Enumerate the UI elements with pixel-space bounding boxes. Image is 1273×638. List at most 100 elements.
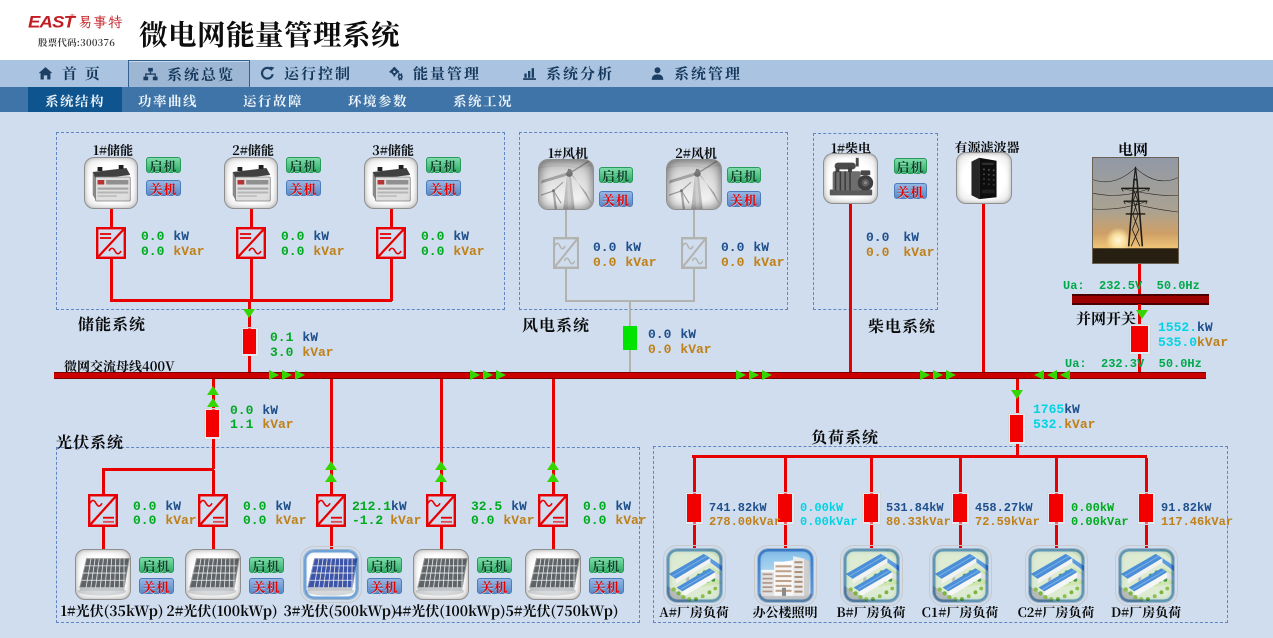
storage-unit-1-image[interactable] <box>84 157 138 209</box>
load-unit-2-p-unit: kW <box>828 501 844 515</box>
storage-unit-3-q-unit: kVar <box>453 244 485 259</box>
storage-unit-2-image[interactable] <box>224 157 278 209</box>
storage-feeder-breaker[interactable] <box>243 329 256 354</box>
storage-unit-2-inverter <box>236 227 267 260</box>
pv-unit-4-stop-button[interactable]: 关机 <box>477 577 512 596</box>
pv-unit-2-start-button[interactable]: 启机 <box>249 556 284 575</box>
load-feeder-q-unit: kVar <box>1064 417 1096 432</box>
wind-feeder-breaker[interactable] <box>623 326 637 350</box>
nav-item-admin[interactable]: 系统管理 <box>636 60 756 87</box>
load-unit-3-p-value: 531.84 <box>886 501 930 515</box>
pv-unit-1-q-unit: kVar <box>165 513 197 528</box>
storage-unit-2-stop-button[interactable]: 关机 <box>286 179 321 198</box>
load-unit-3-breaker[interactable] <box>864 494 878 522</box>
wind-unit-2-p-value: 0.0 <box>721 240 745 255</box>
pv-unit-5-image[interactable] <box>525 549 581 600</box>
pv-unit-4-start-button[interactable]: 启机 <box>477 556 512 575</box>
load-unit-1-q-unit: kVar <box>752 515 782 529</box>
grid-switch-breaker[interactable] <box>1131 326 1148 352</box>
pv-unit-1-start-button[interactable]: 启机 <box>139 556 174 575</box>
load-unit-3-image[interactable] <box>840 545 903 606</box>
load-unit-1-breaker[interactable] <box>687 494 701 522</box>
pv-unit-3-stop-button[interactable]: 关机 <box>367 577 402 596</box>
grid-tower-photo <box>1093 158 1178 263</box>
pv-unit-2-image[interactable] <box>185 549 241 600</box>
subnav-item-environment[interactable]: 环境参数 <box>331 87 425 112</box>
storage-unit-1-start-button[interactable]: 启机 <box>146 156 181 175</box>
diesel-unit-1-stop-button[interactable]: 关机 <box>894 182 927 201</box>
wind-unit-1-stop-button[interactable]: 关机 <box>599 190 633 209</box>
nav-item-analysis[interactable]: 系统分析 <box>508 60 628 87</box>
pv-unit-4-inverter <box>426 494 457 528</box>
storage-unit-3-q-value: 0.0 <box>421 244 445 259</box>
load-unit-4-image[interactable] <box>929 545 992 606</box>
load-feeder-breaker[interactable] <box>1010 415 1023 442</box>
wind-unit-1-start-button[interactable]: 启机 <box>599 166 633 185</box>
factory-image <box>844 549 899 602</box>
subnav-item-structure[interactable]: 系统结构 <box>28 87 122 112</box>
pv-unit-5-start-button[interactable]: 启机 <box>589 556 624 575</box>
pv-panel-image <box>77 558 130 596</box>
load-unit-4-breaker[interactable] <box>953 494 967 522</box>
pv-unit-2-stop-button[interactable]: 关机 <box>249 577 284 596</box>
home-icon <box>38 66 53 81</box>
grid-photo[interactable] <box>1092 157 1179 264</box>
subnav-item-power-curve[interactable]: 功率曲线 <box>121 87 215 112</box>
load-unit-6-breaker[interactable] <box>1139 494 1153 522</box>
pv-unit-3-inverter <box>316 494 347 528</box>
storage-unit-2-start-button[interactable]: 启机 <box>286 156 321 175</box>
pv-unit-1-image[interactable] <box>75 549 131 600</box>
storage-unit-1-stop-button[interactable]: 关机 <box>146 179 181 198</box>
load-unit-5-q-value: 0.00 <box>1071 515 1100 529</box>
wind-turbine-image <box>667 160 721 209</box>
nav-item-label: 运行控制 <box>284 63 353 84</box>
load-unit-2-image[interactable] <box>754 545 817 606</box>
acac-converter-icon <box>553 237 580 270</box>
pv-feeder-breaker[interactable] <box>206 410 219 437</box>
nav-item-overview[interactable]: 系统总览 <box>128 60 251 87</box>
load-unit-1-image[interactable] <box>663 545 726 606</box>
subnav-item-status[interactable]: 系统工况 <box>436 87 530 112</box>
storage-unit-3-image[interactable] <box>364 157 418 209</box>
nav-item-energy[interactable]: 能量管理 <box>375 60 495 87</box>
storage-unit-1-q-value: 0.0 <box>141 244 165 259</box>
load-unit-2-breaker[interactable] <box>778 494 792 522</box>
filter-image[interactable] <box>956 152 1012 204</box>
pv-unit-5-stop-button[interactable]: 关机 <box>589 577 624 596</box>
wind-unit-1-q-unit: kVar <box>625 255 657 270</box>
diesel-unit-1-start-button[interactable]: 启机 <box>894 157 927 176</box>
load-unit-6-image[interactable] <box>1115 545 1178 606</box>
diesel-engine-image <box>829 157 874 196</box>
wind-feeder-q-value: 0.0 <box>648 342 672 357</box>
nav-item-control[interactable]: 运行控制 <box>246 60 366 87</box>
gears-icon <box>389 66 404 81</box>
storage-unit-3-stop-button[interactable]: 关机 <box>426 179 461 198</box>
load-unit-5-breaker[interactable] <box>1049 494 1063 522</box>
storage-unit-2-title: 2#储能 <box>232 140 274 159</box>
load-unit-3-q-value: 80.33 <box>886 515 923 529</box>
battery-image <box>372 165 411 202</box>
wind-unit-1-image[interactable] <box>538 159 594 210</box>
pv-unit-5-flow-arrow-2 <box>547 473 559 482</box>
wind-unit-2-start-button[interactable]: 启机 <box>727 166 761 185</box>
subnav-item-label: 环境参数 <box>348 89 408 110</box>
sub-nav: 系统结构 功率曲线 运行故障 环境参数 系统工况 <box>0 87 1273 112</box>
wind-unit-2-stop-button[interactable]: 关机 <box>727 190 761 209</box>
pv-unit-1-stop-button[interactable]: 关机 <box>139 577 174 596</box>
wind-unit-2-image[interactable] <box>666 159 722 210</box>
load-unit-5-image[interactable] <box>1025 545 1088 606</box>
grid-mini-bus <box>1072 294 1209 305</box>
subnav-item-fault[interactable]: 运行故障 <box>226 87 320 112</box>
diesel-unit-1-image[interactable] <box>823 153 878 204</box>
pv-unit-3-image[interactable] <box>300 546 362 603</box>
nav-item-home[interactable]: 首 页 <box>24 60 116 87</box>
pv-unit-3-start-button[interactable]: 启机 <box>367 556 402 575</box>
pv-unit-3-feeder <box>329 379 333 494</box>
storage-unit-3-start-button[interactable]: 启机 <box>426 156 461 175</box>
pv-unit-4-image[interactable] <box>413 549 469 600</box>
wind-feeder-upper <box>629 300 631 326</box>
storage-section-label: 储能系统 <box>78 312 147 335</box>
grid-flow-arrow <box>1136 310 1148 319</box>
